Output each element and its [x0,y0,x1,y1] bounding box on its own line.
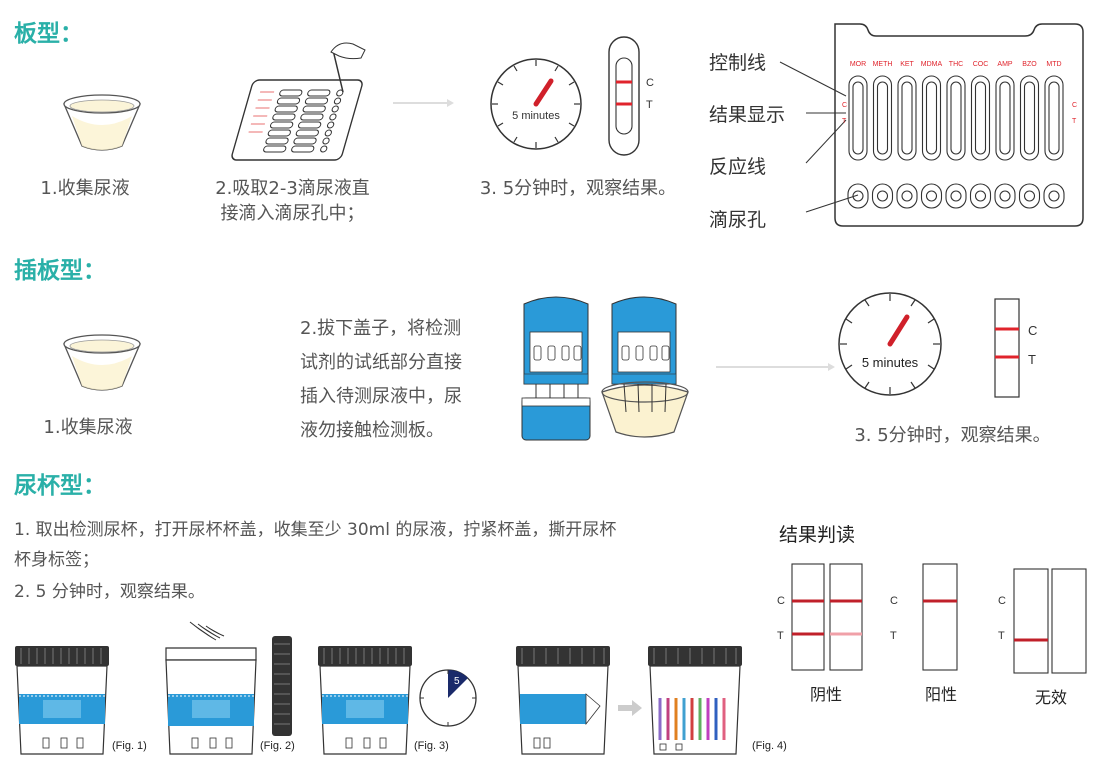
timer-digit: 5 [454,676,460,687]
control-line-label: 控制线 [709,52,767,74]
plate-side-t-right: T [1072,118,1077,125]
plate-step2-line2: 接滴入滴尿孔中； [220,203,365,224]
drug-label: MTD [1046,61,1061,68]
strip-c-label: C [646,77,654,89]
test-cup-illustration [15,646,109,755]
insert-step2-text: 2.拔下盖子，将检测 试剂的试纸部分直接 插入待测尿液中，尿 液勿接触检测板。 [300,312,462,448]
drop-well-hole [925,190,938,202]
result-window-inner [999,81,1011,155]
fig3-label: (Fig. 3) [414,740,449,752]
timer-clock-icon [838,292,942,396]
drug-label: THC [949,61,963,68]
plate-step3-caption: 3. 5分钟时，观察结果。 [479,178,677,199]
negative-result-strips [791,563,863,671]
drop-well-hole [1048,190,1060,202]
arrow-icon [393,99,454,107]
drop-well-hole [999,190,1011,202]
result-window-inner [1023,81,1036,155]
strip-t-label: T [646,99,653,111]
insert-section-title: 插板型： [14,258,106,284]
dip-card-with-cap-illustration [521,296,591,441]
plate-side-c-left: C [842,102,847,109]
result-window-inner [852,81,864,155]
result-c-label: C [890,595,898,607]
result-t-label: T [777,630,784,642]
drop-well-label: 滴尿孔 [709,209,767,231]
plate-section-title: 板型： [14,21,83,47]
insert-step2-line: 2.拔下盖子，将检测 [300,318,462,339]
dip-card-in-urine-illustration [601,296,689,438]
test-plate-dropper-illustration [231,42,366,161]
drug-label: MOR [850,61,866,68]
drop-well-hole [901,190,913,202]
timer-clock-icon [490,58,582,150]
drug-label: COC [973,61,989,68]
timer-clock-icon: 5 [419,669,477,727]
drug-label: KET [900,61,914,68]
invalid-label: 无效 [1035,688,1068,707]
cup-instruction-line1: 1. 取出检测尿杯，打开尿杯杯盖，收集至少 30ml 的尿液，拧紧杯盖，撕开尿杯 [14,520,617,540]
negative-label: 阴性 [810,685,843,704]
timer-label: 5 minutes [861,355,919,370]
plate-side-t-left: T [842,118,847,125]
insert-step2-line: 液勿接触检测板。 [300,420,444,441]
fig2-label: (Fig. 2) [260,740,295,752]
drop-well-hole [974,190,987,202]
result-t-label: T [998,630,1005,642]
reaction-line-label: 反应线 [709,156,767,178]
positive-label: 阳性 [925,685,958,704]
plate-step1-caption: 1.收集尿液 [40,178,130,199]
result-c-label: C [777,595,785,607]
result-window-inner [974,81,987,155]
plate-side-c-right: C [1072,102,1077,109]
arrow-icon [618,700,642,716]
result-window-inner [876,81,889,155]
plate-step2-line1: 2.吸取2-3滴尿液直 [215,178,370,199]
test-cup-peeled-illustration [516,646,610,755]
strip-c-label: C [1028,323,1038,338]
drug-label: METH [873,61,893,68]
test-cup-result-illustration [648,646,742,755]
arrow-icon [716,363,835,371]
drop-well-hole [876,190,889,202]
insert-step3-caption: 3. 5分钟时，观察结果。 [854,425,1051,446]
cup-instruction-line2: 杯身标签； [14,550,99,570]
result-c-label: C [998,595,1006,607]
test-strip-illustration [608,36,640,156]
cup-section-title: 尿杯型： [14,473,106,499]
timer-label: 5 minutes [512,110,560,122]
result-window-inner [950,81,962,155]
drop-well-hole [852,190,864,202]
cup-instruction-line3: 2. 5 分钟时，观察结果。 [14,582,205,602]
results-title: 结果判读 [779,524,856,546]
result-window-inner [1048,81,1060,155]
positive-result-strip [922,563,958,671]
fig1-label: (Fig. 1) [112,740,147,752]
result-display-label: 结果显示 [709,104,786,126]
drug-label: BZO [1022,61,1037,68]
drop-well-hole [1023,190,1036,202]
insert-step1-caption: 1.收集尿液 [43,417,133,438]
test-cup-illustration [318,646,412,755]
fig4-label: (Fig. 4) [752,740,787,752]
urine-bowl-illustration [63,334,141,391]
insert-step2-line: 插入待测尿液中，尿 [300,386,462,407]
drug-label: MDMA [921,61,943,68]
strip-t-label: T [1028,352,1036,367]
drug-label: AMP [997,61,1013,68]
urine-bowl-illustration [63,94,141,151]
result-window-inner [901,81,913,155]
invalid-result-strips [1013,568,1087,674]
insert-step2-line: 试剂的试纸部分直接 [300,352,462,373]
result-t-label: T [890,630,897,642]
multi-drug-plate-diagram: C T C T MOR METH KET MDMA THC COC AMP BZO MTD [779,23,1084,227]
test-strip-illustration [994,298,1020,398]
test-cup-open-illustration [165,621,292,755]
result-window-inner [925,81,938,155]
drop-well-hole [950,190,962,202]
